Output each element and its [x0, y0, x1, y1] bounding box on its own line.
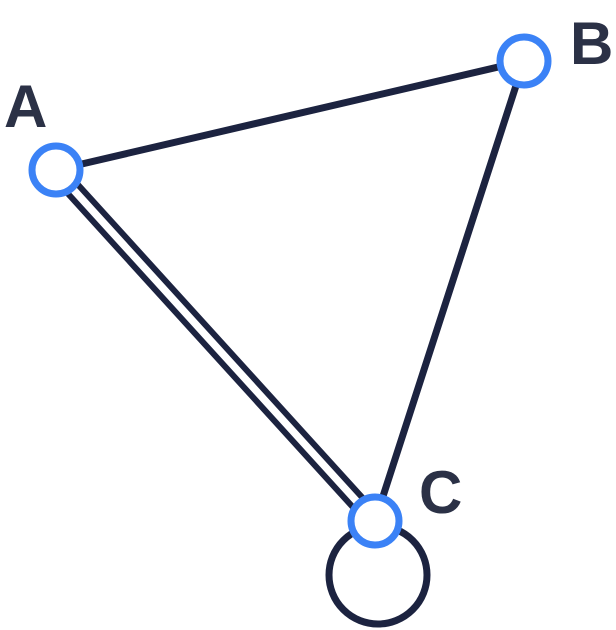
node-a[interactable]	[28, 142, 84, 198]
node-b-label: B	[570, 10, 613, 77]
node-b[interactable]	[496, 33, 552, 89]
edge-a-c-double	[48, 163, 383, 529]
node-c[interactable]	[347, 493, 403, 549]
edge-a-c-stroke-2	[58, 163, 383, 520]
node-c-label: C	[419, 459, 462, 526]
node-a-label: A	[4, 73, 47, 140]
edge-a-c-stroke-1	[48, 172, 373, 529]
edge-b-c	[371, 57, 528, 525]
edge-a-b	[52, 57, 528, 174]
